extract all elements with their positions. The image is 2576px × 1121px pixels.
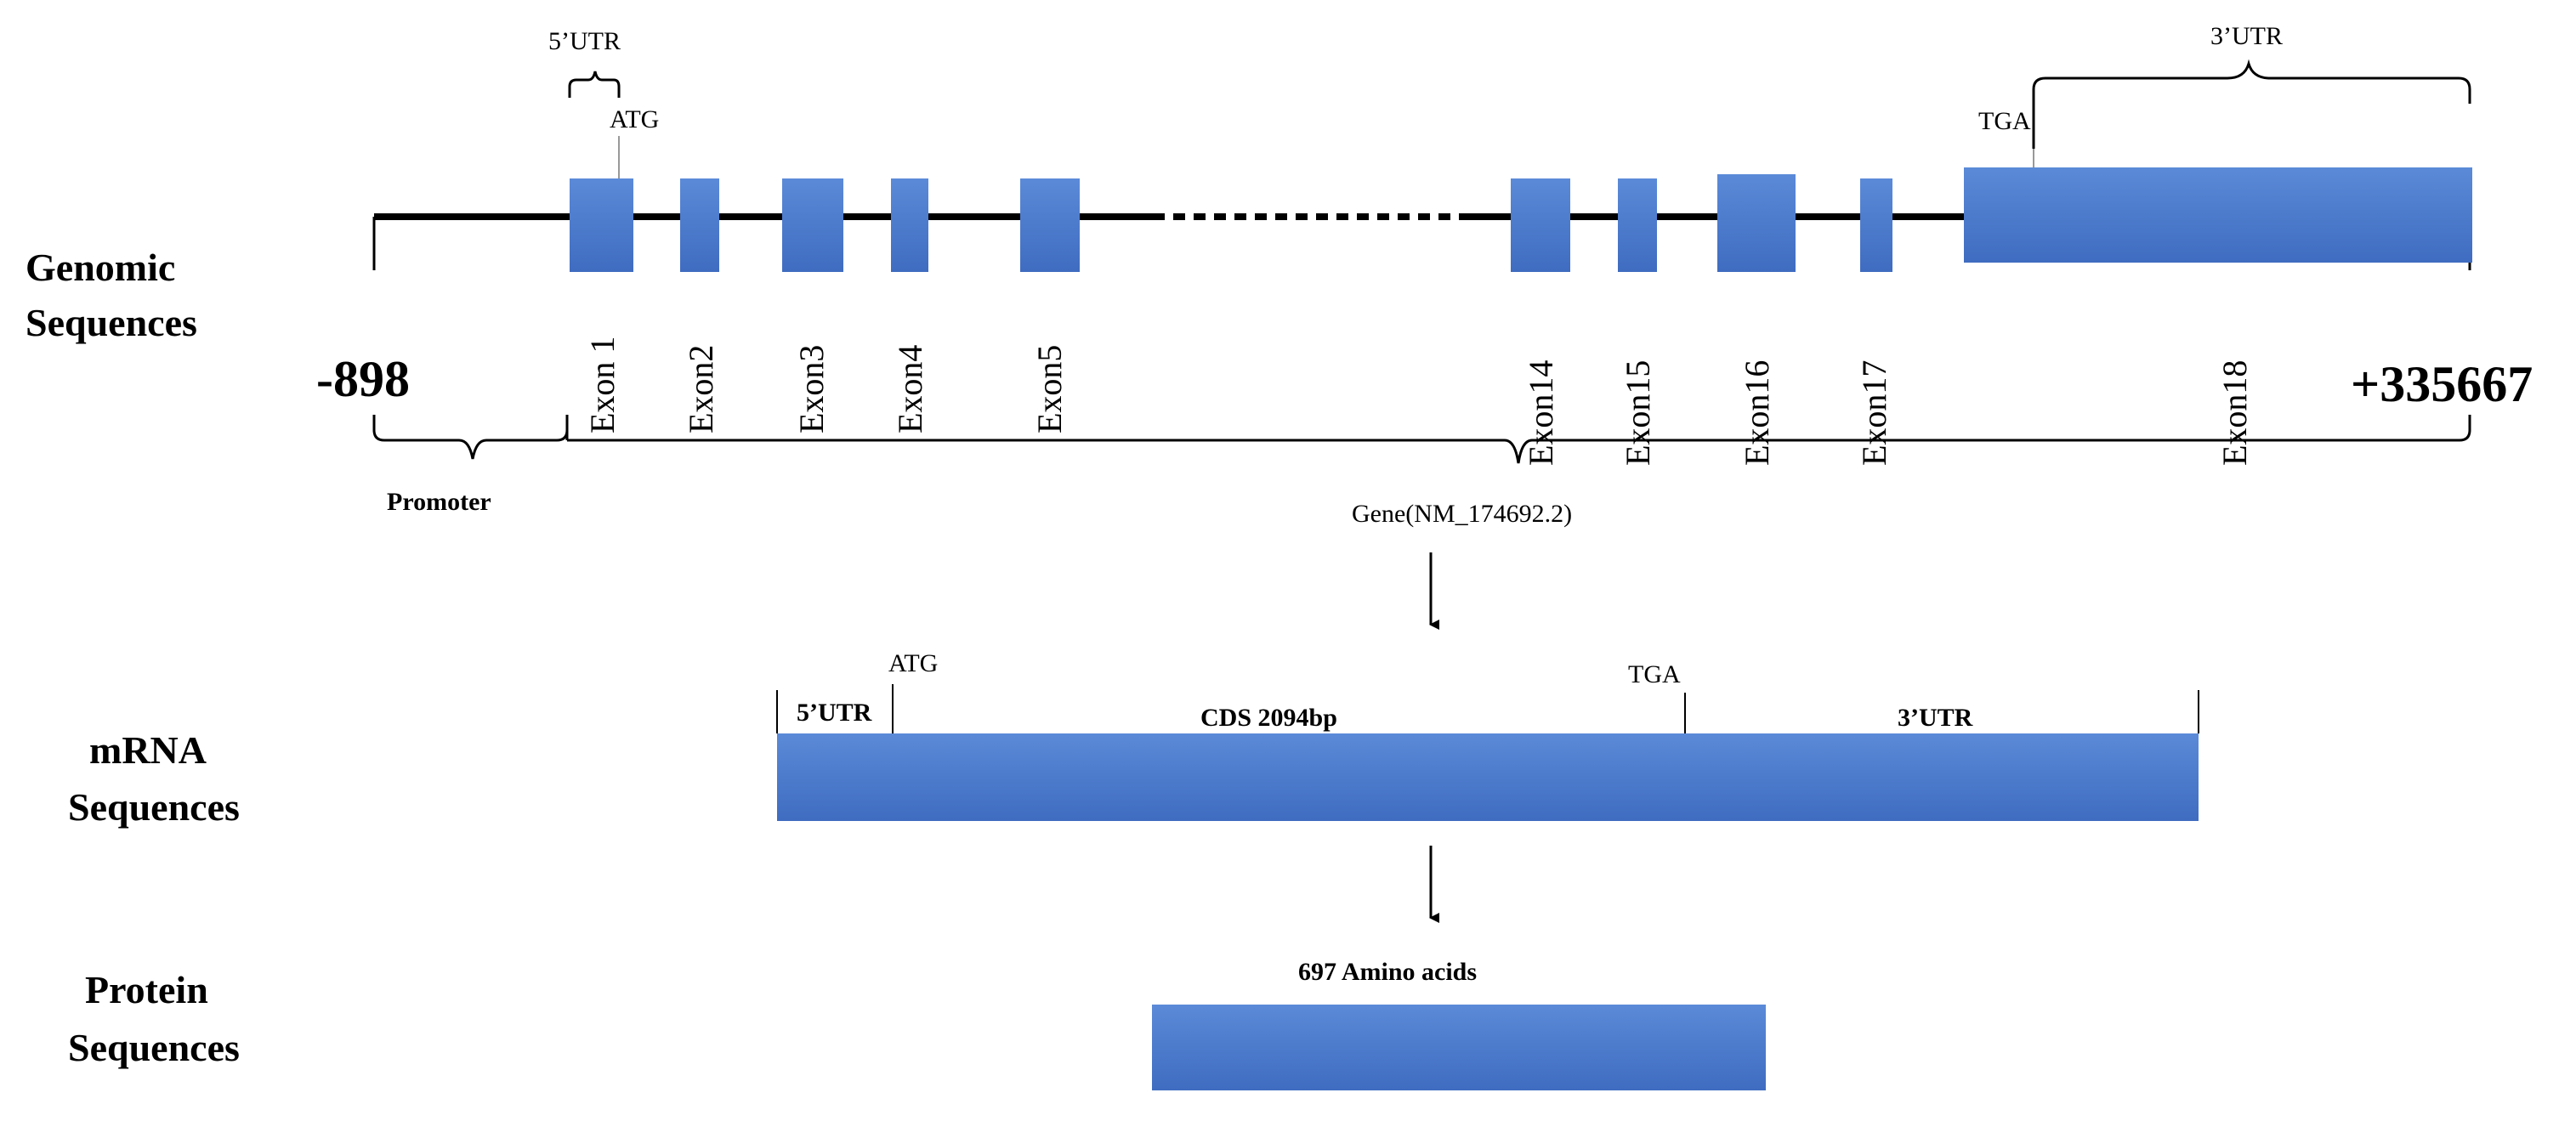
genomic-utr3-label: 3’UTR xyxy=(2210,22,2283,50)
genomic-utr5-label: 5’UTR xyxy=(548,27,621,55)
exon-label-2: Exon2 xyxy=(682,345,720,433)
exon-blocks xyxy=(570,167,2472,272)
genomic-utr5-annotation: 5’UTR ATG xyxy=(548,27,659,178)
exon-block-17 xyxy=(1860,178,1892,272)
exon-block-14 xyxy=(1511,178,1570,272)
mrna-utr5-label: 5’UTR xyxy=(797,699,872,727)
row-label-protein-line2: Sequences xyxy=(68,1026,240,1069)
exon-labels: Exon 1 Exon2 Exon3 Exon4 Exon5 Exon14 Ex… xyxy=(583,337,2254,466)
promoter-label: Promoter xyxy=(387,488,491,516)
exon-block-15 xyxy=(1618,178,1657,272)
promoter-gene-braces: Promoter Gene(NM_174692.2) xyxy=(372,415,2471,528)
exon-label-17: Exon17 xyxy=(1855,360,1893,466)
genomic-atg-label: ATG xyxy=(610,105,659,133)
genomic-start-coord: -898 xyxy=(316,351,410,407)
gene-label: Gene(NM_174692.2) xyxy=(1352,500,1572,528)
exon-label-16: Exon16 xyxy=(1738,360,1776,466)
row-label-protein: Protein Sequences xyxy=(68,968,240,1069)
gene-brace xyxy=(565,415,2471,464)
protein-structure: 697 Amino acids xyxy=(1152,958,1766,1090)
exon-block-18 xyxy=(1964,167,2472,263)
genomic-utr5-brace xyxy=(568,71,621,98)
row-label-mrna-line1: mRNA xyxy=(89,728,207,772)
genomic-utr3-brace xyxy=(2032,59,2471,149)
exon-block-4 xyxy=(891,178,928,272)
protein-label: 697 Amino acids xyxy=(1298,958,1477,986)
mrna-structure: ATG TGA 5’UTR CDS 2094bp 3’UTR xyxy=(776,649,2199,821)
exon-label-1: Exon 1 xyxy=(583,337,621,433)
row-label-protein-line1: Protein xyxy=(85,968,208,1011)
exon-label-14: Exon14 xyxy=(1522,360,1560,466)
mrna-tga-label: TGA xyxy=(1628,660,1681,688)
mrna-block xyxy=(777,733,2199,821)
exon-label-3: Exon3 xyxy=(792,345,831,433)
mrna-cds-label: CDS 2094bp xyxy=(1200,704,1337,732)
exon-label-5: Exon5 xyxy=(1030,345,1069,433)
exon-block-3 xyxy=(782,178,843,272)
row-label-mrna-line2: Sequences xyxy=(68,785,240,829)
exon-block-16 xyxy=(1717,174,1796,272)
exon-block-1 xyxy=(570,178,633,272)
exon-block-5 xyxy=(1020,178,1080,272)
exon-label-15: Exon15 xyxy=(1619,360,1657,466)
row-label-genomic-line1: Genomic xyxy=(26,246,175,289)
protein-block xyxy=(1152,1005,1766,1090)
mrna-utr3-label: 3’UTR xyxy=(1898,704,1973,732)
genomic-end-coord: +335667 xyxy=(2351,356,2533,412)
row-label-genomic: Genomic Sequences xyxy=(26,246,197,344)
exon-block-2 xyxy=(680,178,719,272)
mrna-atg-label: ATG xyxy=(888,649,938,677)
genomic-tga-label: TGA xyxy=(1978,107,2031,135)
exon-label-4: Exon4 xyxy=(891,345,929,433)
genomic-utr3-annotation: TGA 3’UTR xyxy=(1978,22,2471,167)
exon-label-18: Exon18 xyxy=(2216,360,2254,466)
row-label-mrna: mRNA Sequences xyxy=(68,728,240,829)
row-label-genomic-line2: Sequences xyxy=(26,301,197,344)
promoter-brace xyxy=(372,415,569,460)
